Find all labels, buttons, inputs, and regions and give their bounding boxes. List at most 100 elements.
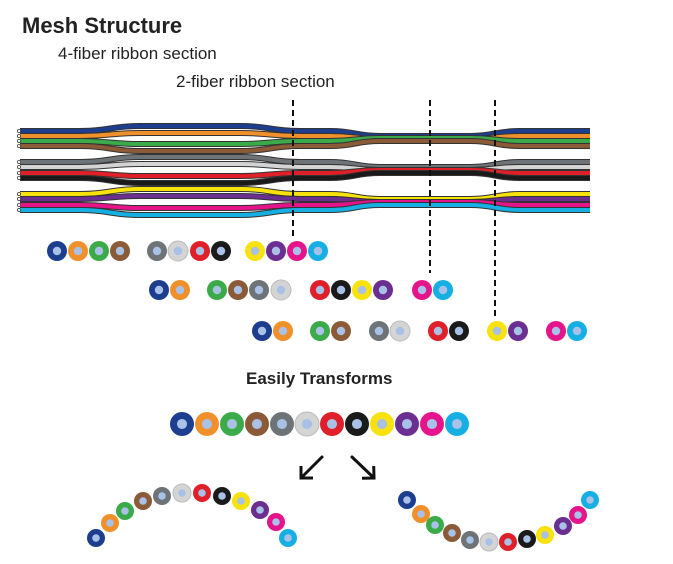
fiber-slate xyxy=(369,321,389,341)
fiber-core xyxy=(433,326,443,336)
fiber-core xyxy=(106,519,114,527)
arrow-head xyxy=(361,465,376,480)
fiber-core xyxy=(121,507,129,515)
fiber-orange xyxy=(273,321,293,341)
fiber-core xyxy=(195,246,205,256)
fiber-rose xyxy=(267,513,285,531)
fiber-red xyxy=(499,533,517,551)
fiber-core xyxy=(212,285,222,295)
fiber-core xyxy=(315,326,325,336)
fiber-core xyxy=(154,285,164,295)
fiber-groups xyxy=(47,240,599,552)
fiber-core xyxy=(52,246,62,256)
fiber-core xyxy=(250,246,260,256)
fiber-green xyxy=(207,280,227,300)
fiber-core xyxy=(374,326,384,336)
fiber-end xyxy=(16,133,21,138)
transform-label: Easily Transforms xyxy=(246,369,393,388)
fiber-violet xyxy=(554,517,572,535)
fiber-core xyxy=(485,538,493,546)
fiber-core xyxy=(313,246,323,256)
fiber-core xyxy=(336,326,346,336)
fiber-core xyxy=(173,246,183,256)
transform-arrows xyxy=(299,455,376,480)
label-4-fiber-section: 4-fiber ribbon section xyxy=(58,44,217,63)
fiber-brown xyxy=(245,412,269,436)
fiber-white xyxy=(389,320,411,342)
fiber-aqua xyxy=(581,491,599,509)
fiber-blue xyxy=(87,529,105,547)
fiber-blue xyxy=(149,280,169,300)
fiber-green xyxy=(220,412,244,436)
label-2-fiber-section: 2-fiber ribbon section xyxy=(176,72,335,91)
fiber-core xyxy=(559,522,567,530)
fiber-line-brown xyxy=(20,139,590,153)
fiber-core xyxy=(278,326,288,336)
fiber-violet xyxy=(266,241,286,261)
fiber-end xyxy=(16,170,21,175)
fiber-core xyxy=(351,418,363,430)
fiber-core xyxy=(431,521,439,529)
fiber-core xyxy=(448,529,456,537)
fiber-violet xyxy=(395,412,419,436)
fiber-orange xyxy=(101,514,119,532)
fiber-core xyxy=(401,418,413,430)
fiber-blue xyxy=(47,241,67,261)
fiber-core xyxy=(256,506,264,514)
fiber-brown xyxy=(134,492,152,510)
fiber-core xyxy=(251,418,263,430)
fiber-core xyxy=(572,326,582,336)
fiber-blue xyxy=(398,491,416,509)
fiber-violet xyxy=(508,321,528,341)
fiber-orange xyxy=(412,505,430,523)
fiber-white xyxy=(294,411,320,437)
fiber-core xyxy=(271,246,281,256)
fiber-brown xyxy=(443,524,461,542)
fiber-rose xyxy=(412,280,432,300)
fiber-core xyxy=(417,510,425,518)
fiber-core xyxy=(326,418,338,430)
fiber-line-rose xyxy=(20,200,590,210)
fiber-core xyxy=(336,285,346,295)
fiber-red xyxy=(320,412,344,436)
fiber-white xyxy=(167,240,189,262)
fiber-rose xyxy=(546,321,566,341)
fiber-line-green xyxy=(20,136,590,146)
fiber-core xyxy=(574,511,582,519)
fiber-black xyxy=(213,487,231,505)
fiber-slate xyxy=(249,280,269,300)
fiber-end xyxy=(16,143,21,148)
fiber-aqua xyxy=(445,412,469,436)
fiber-orange xyxy=(68,241,88,261)
fiber-core xyxy=(272,518,280,526)
fiber-end xyxy=(16,202,21,207)
fiber-rose xyxy=(420,412,444,436)
diagonal-arrow-icon xyxy=(350,455,376,480)
fiber-core xyxy=(426,418,438,430)
fiber-end xyxy=(16,159,21,164)
fiber-violet xyxy=(251,501,269,519)
fiber-core xyxy=(403,496,411,504)
fiber-line-blue xyxy=(20,124,590,138)
fiber-core xyxy=(292,246,302,256)
fiber-core xyxy=(492,326,502,336)
fiber-rose xyxy=(569,506,587,524)
arrow-down-left xyxy=(299,455,324,480)
fiber-yellow xyxy=(370,412,394,436)
fiber-core xyxy=(284,534,292,542)
fiber-core xyxy=(454,326,464,336)
fiber-yellow xyxy=(232,492,250,510)
fiber-core xyxy=(115,246,125,256)
fiber-end xyxy=(16,196,21,201)
fiber-rose xyxy=(287,241,307,261)
fiber-aqua xyxy=(279,529,297,547)
fiber-line-slate xyxy=(20,155,590,169)
fiber-orange xyxy=(170,280,190,300)
fiber-line-black xyxy=(20,171,590,185)
arrow-head xyxy=(299,466,313,480)
fiber-end xyxy=(16,128,21,133)
fiber-red xyxy=(428,321,448,341)
fiber-aqua xyxy=(308,241,328,261)
fiber-white xyxy=(479,532,499,552)
fiber-core xyxy=(216,246,226,256)
